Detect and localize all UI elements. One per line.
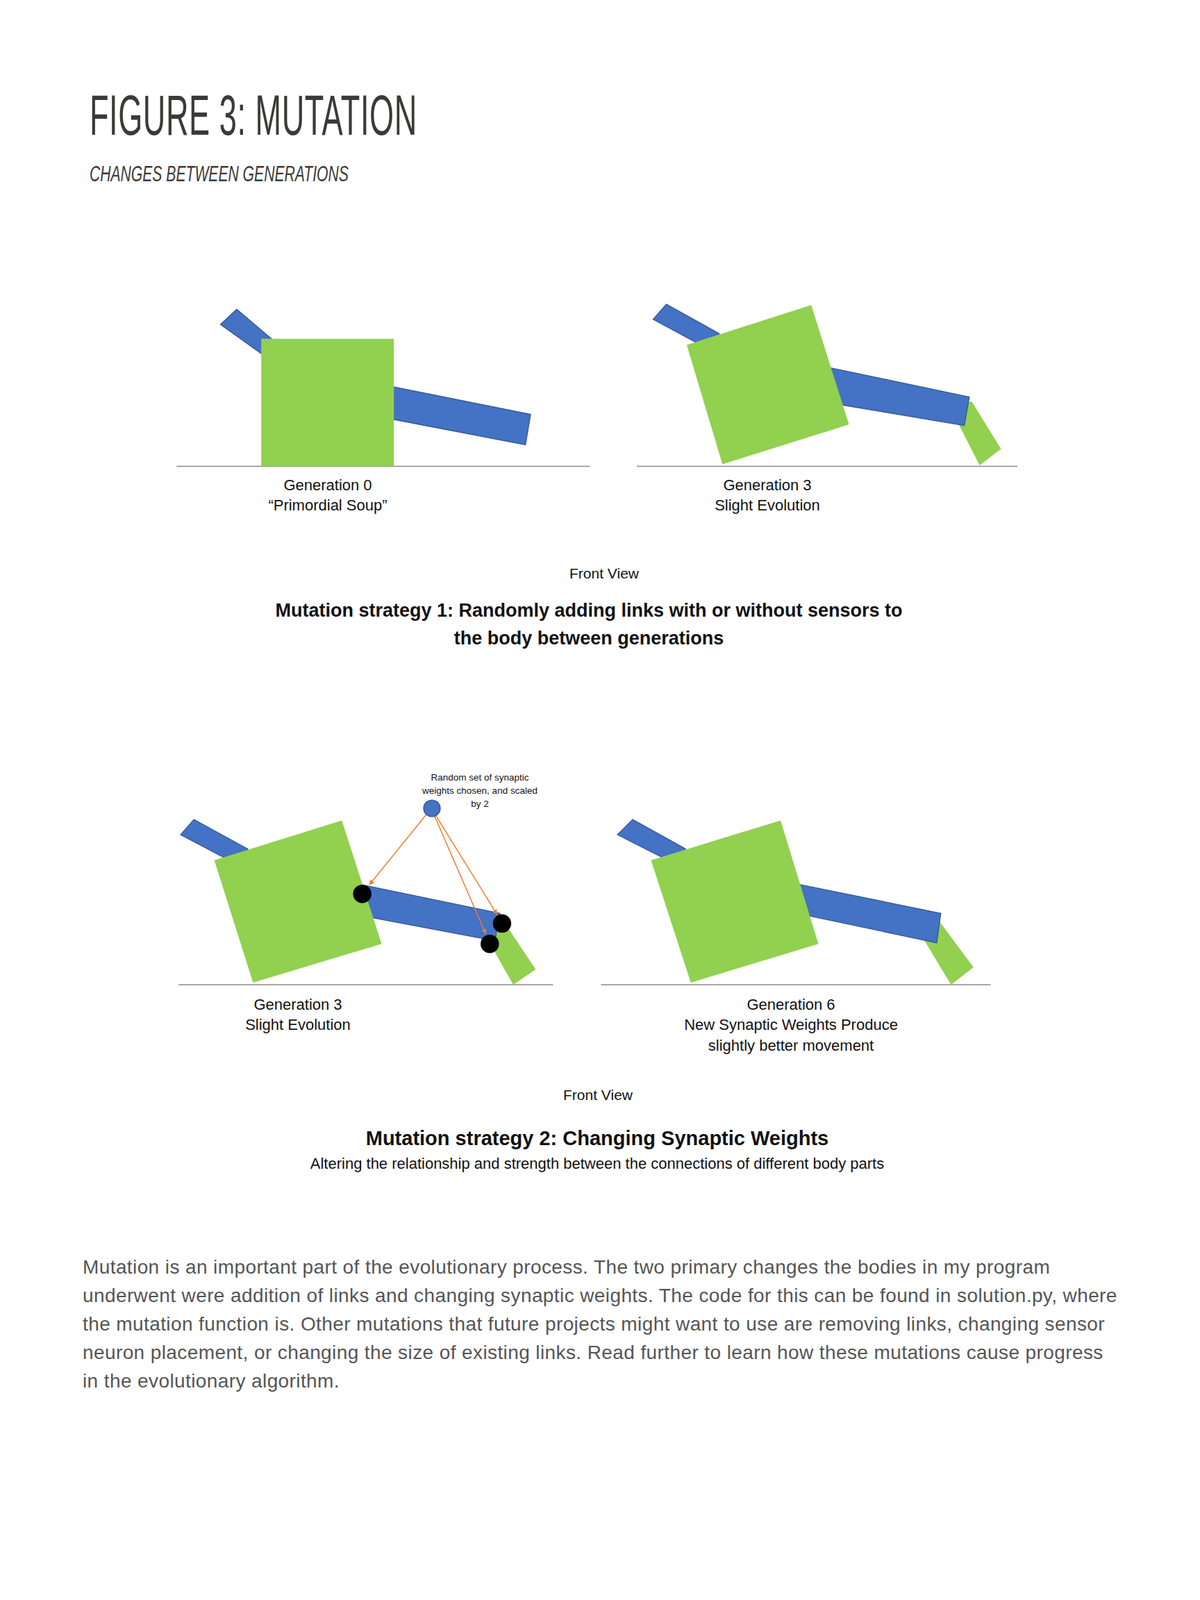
strategy-heading: Mutation strategy 1: Randomly adding lin… bbox=[265, 596, 912, 653]
generation-label: Generation 6 bbox=[672, 994, 910, 1016]
robot-gen0 bbox=[176, 309, 590, 466]
robot-gen3-top bbox=[636, 304, 1018, 467]
weights-callout: Random set of synaptic weights chosen, a… bbox=[420, 770, 539, 819]
generation-note: Slight Evolution bbox=[663, 495, 872, 516]
figure-title: FIGURE 3: MUTATION bbox=[89, 86, 418, 144]
generation-note: Slight Evolution bbox=[193, 1014, 403, 1036]
subtitle: CHANGES BETWEEN GENERATIONS bbox=[89, 161, 411, 187]
neuron-circle bbox=[422, 798, 442, 819]
strategy-description: Altering the relationship and strength b… bbox=[291, 1152, 903, 1175]
generation-note: New Synaptic Weights Produce slightly be… bbox=[672, 1014, 910, 1057]
generation-label: Generation 0 bbox=[223, 475, 432, 496]
callout-text: Random set of synaptic weights chosen, a… bbox=[420, 770, 539, 811]
view-label: Front View bbox=[493, 1085, 703, 1105]
robot-gen3-bottom bbox=[178, 814, 553, 985]
generation-note: “Primordial Soup” bbox=[223, 495, 432, 516]
body-paragraph: Mutation is an important part of the evo… bbox=[82, 1252, 1118, 1396]
strategy-heading: Mutation strategy 2: Changing Synaptic W… bbox=[250, 1125, 945, 1152]
view-label: Front View bbox=[500, 563, 709, 584]
robot-gen6 bbox=[600, 819, 991, 985]
neuron-circle-shape bbox=[423, 800, 441, 817]
generation-label: Generation 3 bbox=[193, 994, 403, 1016]
generation-label: Generation 3 bbox=[663, 475, 872, 496]
